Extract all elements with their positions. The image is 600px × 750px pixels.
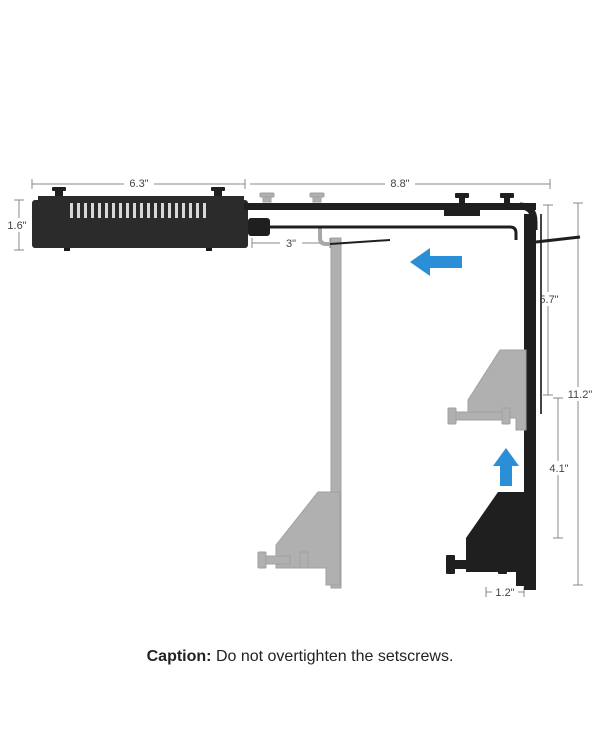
caption-text: Do not overtighten the setscrews. [215, 648, 454, 665]
vent-fin [203, 203, 206, 218]
vent-fin [168, 203, 171, 218]
caption: Caption: Do not overtighten the setscrew… [0, 648, 600, 666]
lower-clamp [446, 492, 526, 586]
vent-fin [147, 203, 150, 218]
left-arrow-icon [410, 248, 462, 276]
dim-clamp-travel: 4.1" [549, 463, 568, 475]
vent-fin [112, 203, 115, 218]
dim-arm-offset: 3" [286, 238, 296, 250]
up-arrow-icon [493, 448, 519, 486]
dim-total-height: 11.2" [568, 389, 593, 401]
vent-fin [154, 203, 157, 218]
fixture-vents [70, 203, 206, 218]
vent-fin [133, 203, 136, 218]
vent-fin [84, 203, 87, 218]
vent-fin [77, 203, 80, 218]
ghost-upper-clamp [447, 349, 527, 431]
dim-fixture-width: 6.3" [129, 178, 148, 190]
caption-label: Caption: [146, 648, 212, 665]
mount-bracket [244, 193, 581, 590]
dim-clamp-width: 1.2" [495, 587, 514, 599]
vent-fin [119, 203, 122, 218]
dim-upper-height: 5.7" [539, 294, 558, 306]
vent-fin [70, 203, 73, 218]
vent-fin [126, 203, 129, 218]
vent-fin [196, 203, 199, 218]
vent-fin [182, 203, 185, 218]
ghost-bracket [257, 192, 342, 589]
dimension-labels: 6.3" 8.8" 1.6" 3" 5.7" 11.2" 4.1" 1.2" [4, 176, 597, 599]
vent-fin [175, 203, 178, 218]
light-fixture [32, 187, 270, 251]
vent-fin [105, 203, 108, 218]
dim-arm-width: 8.8" [390, 178, 409, 190]
dim-fixture-height: 1.6" [7, 220, 26, 232]
vent-fin [161, 203, 164, 218]
vent-fin [189, 203, 192, 218]
vent-fin [140, 203, 143, 218]
vent-fin [98, 203, 101, 218]
vent-fin [91, 203, 94, 218]
